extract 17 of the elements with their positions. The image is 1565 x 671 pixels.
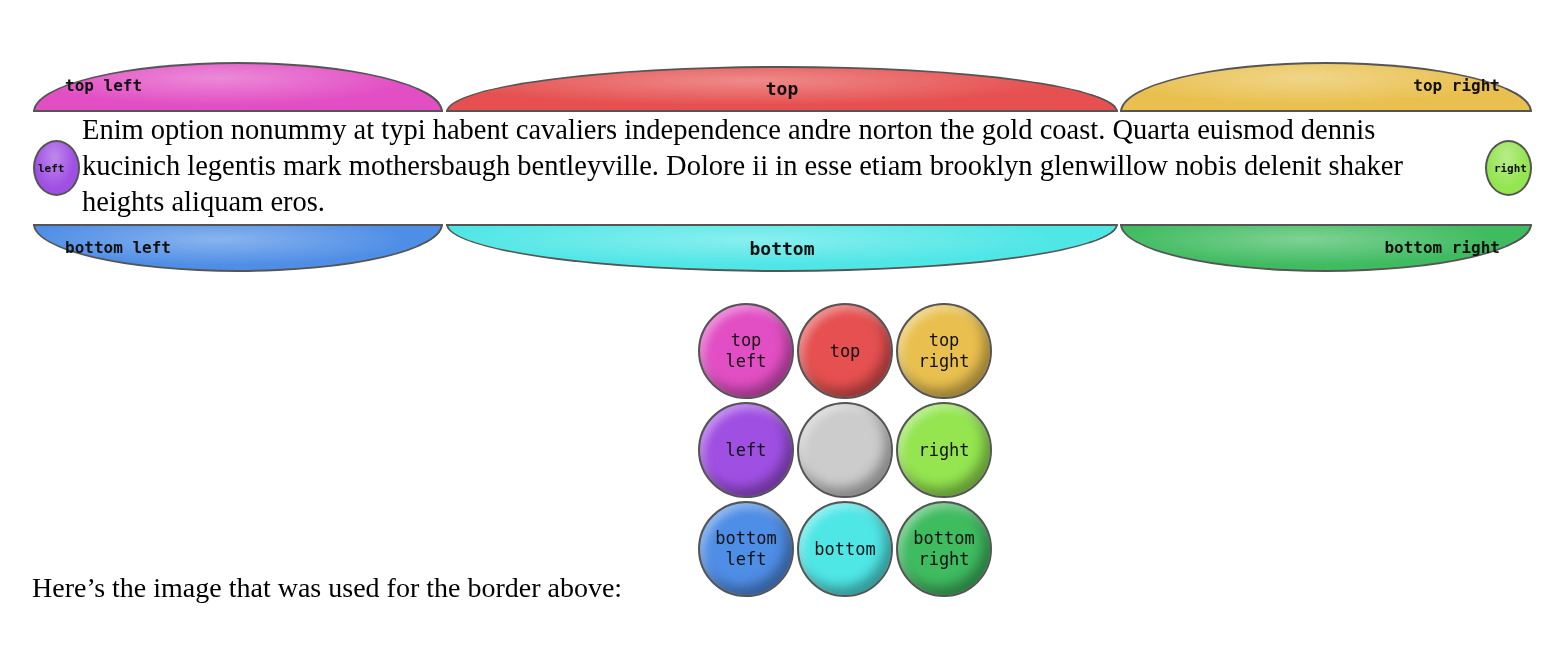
circle-tile: bottom (797, 501, 893, 597)
border-segment: bottom (446, 224, 1118, 272)
circle-tile: bottom left (698, 501, 794, 597)
border-segment: top (446, 66, 1118, 112)
border-segment: top right (1120, 62, 1532, 112)
circle-tile: left (698, 402, 794, 498)
border-segment: top left (33, 62, 443, 112)
circle-tile: top right (896, 303, 992, 399)
border-segment: left (33, 140, 80, 196)
circle-tile: top left (698, 303, 794, 399)
circle-tile: right (896, 402, 992, 498)
border-segment: bottom right (1120, 224, 1532, 272)
border-segment: right (1485, 140, 1532, 196)
circle-tile: bottom right (896, 501, 992, 597)
circle-tile: top (797, 303, 893, 399)
caption-text: Here’s the image that was used for the border above: (32, 572, 623, 604)
border-segment: bottom left (33, 224, 443, 272)
